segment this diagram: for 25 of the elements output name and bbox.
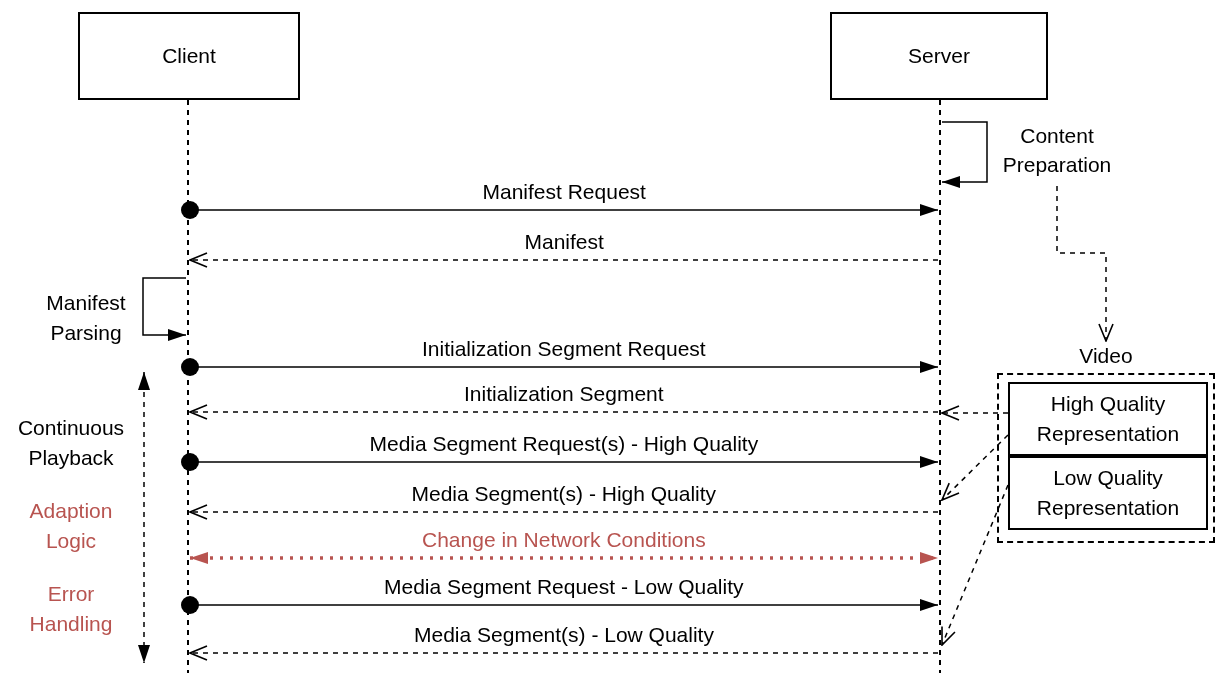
arrow: [941, 405, 1009, 421]
arrow: [189, 504, 939, 520]
participant-box: Client: [78, 12, 300, 100]
arrow: [142, 277, 187, 341]
phase-label: Error Handling: [28, 581, 114, 637]
group-title: Video: [1078, 343, 1134, 369]
arrow: [181, 453, 939, 471]
arrow: [181, 596, 939, 614]
phase-label: Continuous Playback: [16, 415, 126, 471]
arrow: [941, 434, 1009, 501]
arrow: [190, 552, 938, 564]
arrow: [1056, 185, 1114, 342]
lifeline: [939, 100, 941, 673]
arrow: [181, 201, 939, 219]
arrow: [189, 645, 939, 661]
arrow: [189, 252, 939, 268]
phase-label: Adaption Logic: [28, 498, 114, 554]
participant-box: High Quality Representation: [1008, 382, 1208, 456]
lifeline: [187, 100, 189, 673]
participant-box: Server: [830, 12, 1048, 100]
participant-box: Low Quality Representation: [1008, 456, 1208, 530]
arrow: [941, 121, 988, 188]
note-text: Content Preparation: [988, 118, 1126, 182]
arrow: [181, 358, 939, 376]
arrow: [189, 404, 939, 420]
